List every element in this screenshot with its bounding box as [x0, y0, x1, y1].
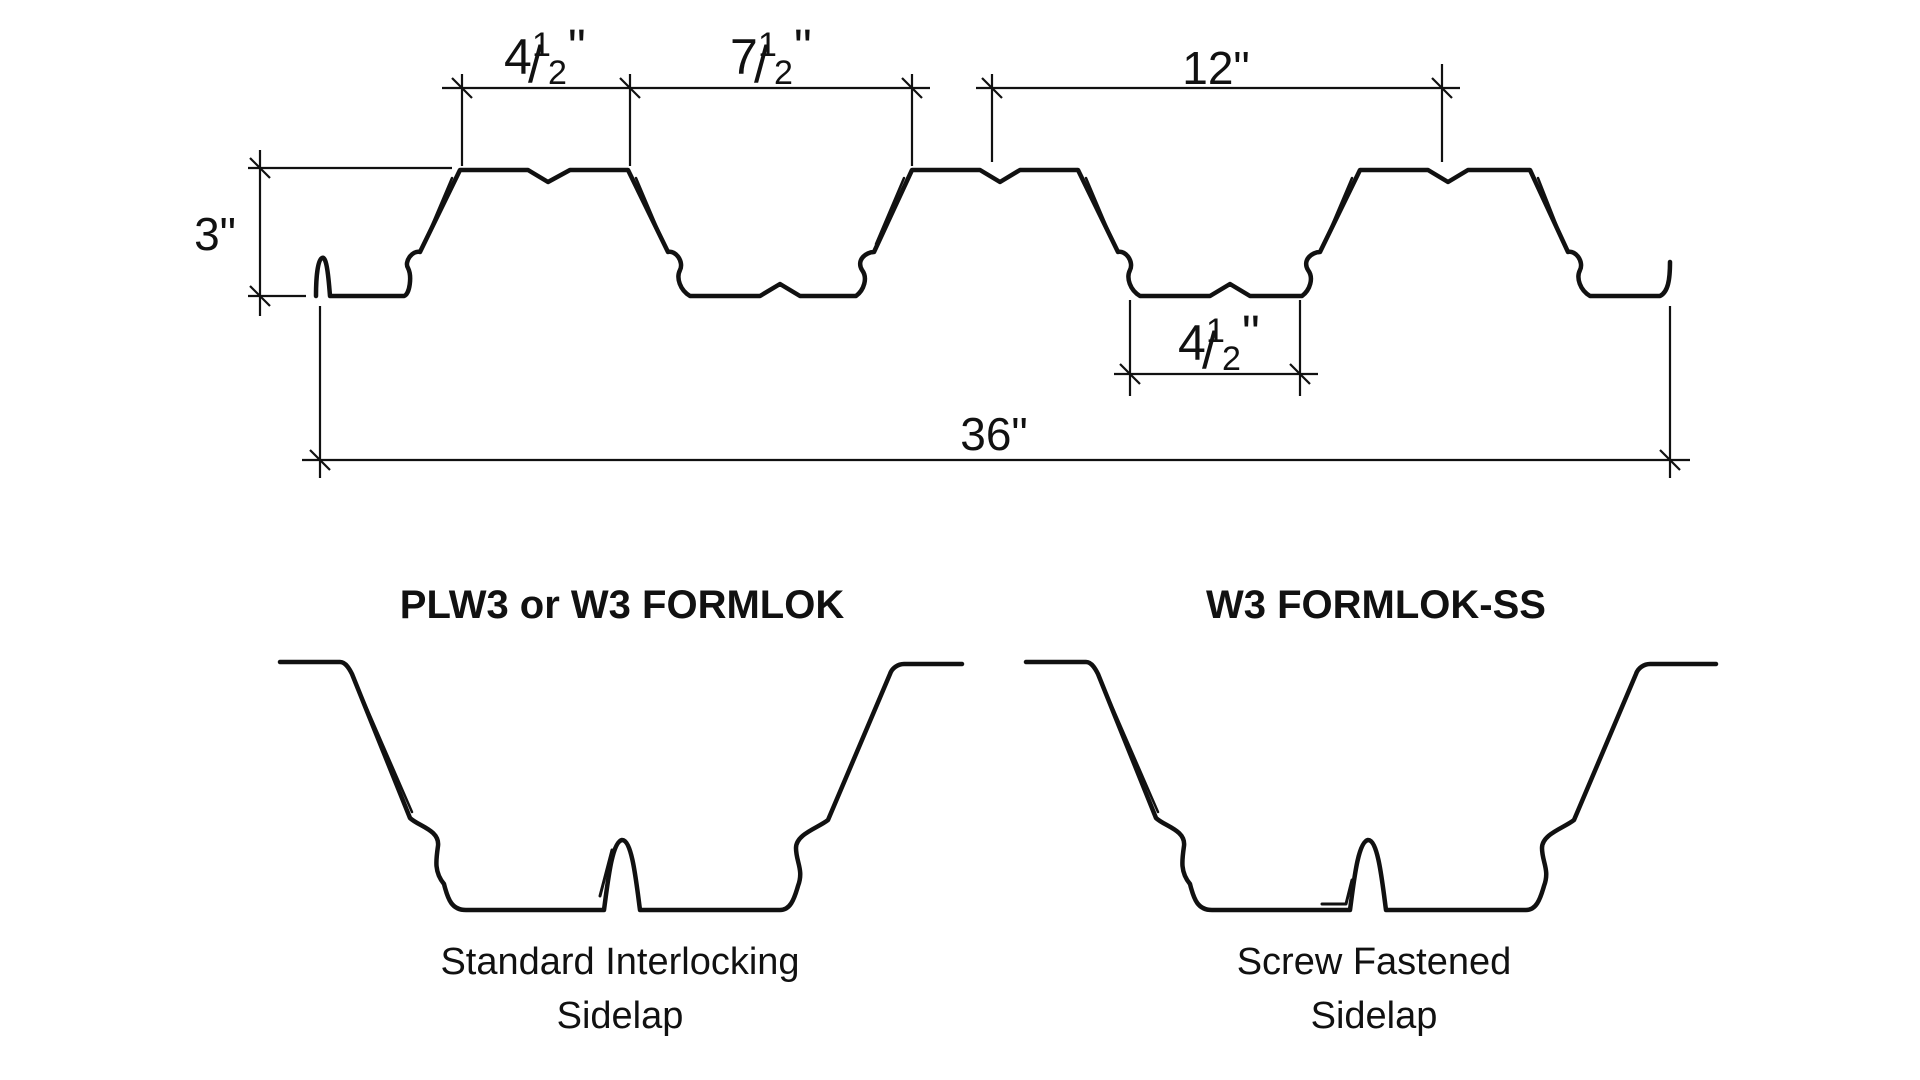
tick [309, 449, 331, 471]
deck-profile-outline [313, 167, 1673, 299]
tick [1431, 77, 1453, 99]
web-stiffener-lines [422, 176, 1566, 246]
frac-unit: " [568, 19, 586, 75]
caption-screw-fastened-line1: Screw Fastened [1237, 941, 1512, 983]
tick [901, 77, 923, 99]
tick [249, 285, 271, 307]
frac-whole: 4 [504, 29, 532, 85]
screw-fastened-lap-leg [1320, 878, 1354, 906]
screw-fastened-sidelap-profile [1023, 659, 1719, 913]
frac-num: 1 [1206, 312, 1225, 350]
caption-interlocking-line2: Sidelap [557, 995, 684, 1037]
rib-opening-label: 7 1 / 2 " [730, 19, 812, 94]
caption-interlocking-line1: Standard Interlocking [440, 941, 799, 983]
frac-slash: / [528, 36, 543, 94]
frac-slash: / [1202, 322, 1217, 380]
bottom-flange-label: 4 1 / 2 " [1178, 305, 1260, 380]
frac-den: 2 [774, 54, 793, 92]
depth-label: 3" [194, 208, 236, 260]
tick [619, 77, 641, 99]
frac-den: 2 [1222, 340, 1241, 378]
tick [1659, 449, 1681, 471]
cover-width-label: 36" [960, 408, 1028, 460]
tick [1119, 363, 1141, 385]
tick [1289, 363, 1311, 385]
frac-num: 1 [758, 26, 777, 64]
top-flange-label: 4 1 / 2 " [504, 19, 586, 94]
frac-den: 2 [548, 54, 567, 92]
frac-unit: " [1242, 305, 1260, 361]
tick [981, 77, 1003, 99]
interlocking-web-stiffeners [350, 672, 892, 814]
tick [451, 77, 473, 99]
detail-title-interlocking: PLW3 or W3 FORMLOK [400, 583, 845, 627]
caption-screw-fastened-line2: Sidelap [1311, 995, 1438, 1037]
frac-slash: / [754, 36, 769, 94]
detail-title-screw-fastened: W3 FORMLOK-SS [1206, 583, 1546, 627]
frac-unit: " [794, 19, 812, 75]
screw-fastened-web-stiffeners [1096, 672, 1638, 814]
frac-num: 1 [532, 26, 551, 64]
pitch-label: 12" [1182, 42, 1250, 94]
frac-whole: 7 [730, 29, 758, 85]
interlocking-lap-leg [598, 848, 614, 898]
tick [249, 157, 271, 179]
frac-whole: 4 [1178, 315, 1206, 371]
interlocking-sidelap-profile [277, 659, 965, 913]
